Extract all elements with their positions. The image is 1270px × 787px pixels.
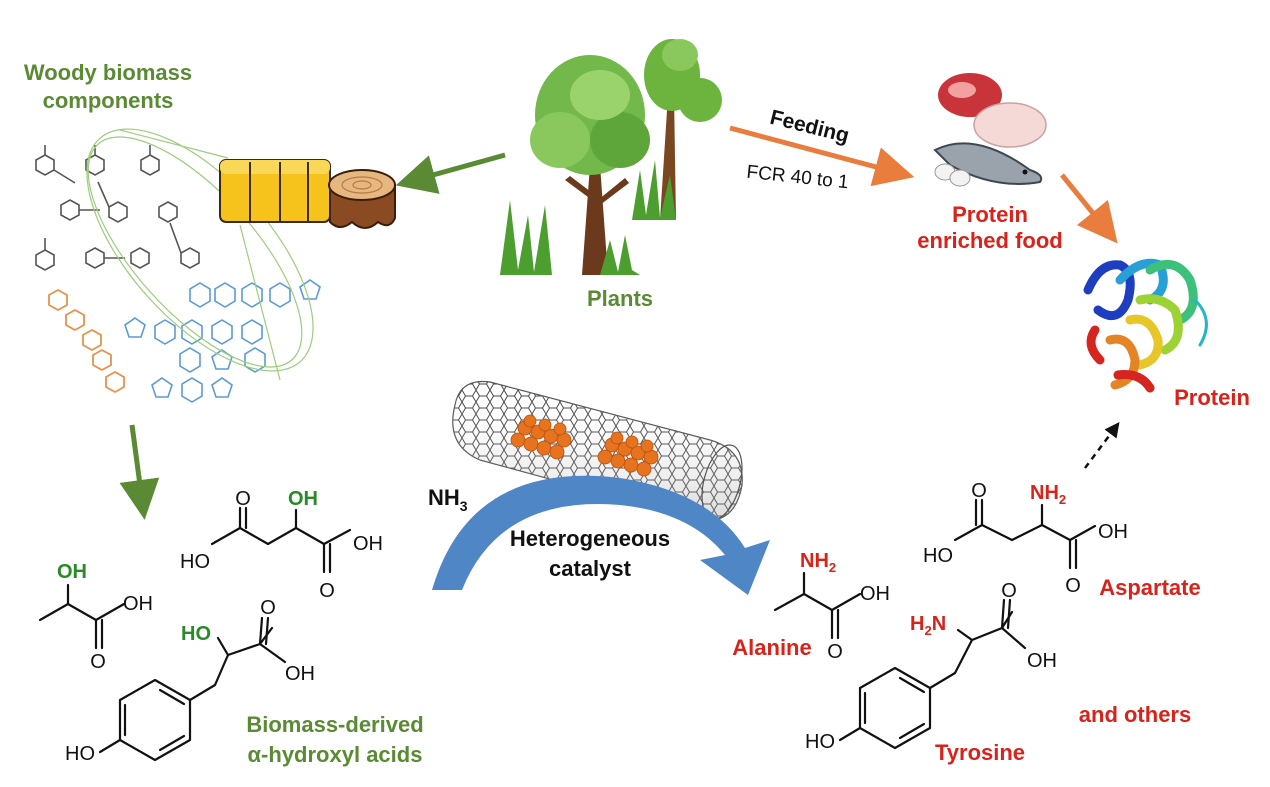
cellulose-chain-icon — [48, 288, 125, 394]
svg-text:O: O — [827, 641, 843, 663]
tree-stump-icon — [328, 169, 396, 229]
lactic-acid-structure: OH OH O — [38, 561, 153, 673]
svg-text:O: O — [1065, 575, 1081, 597]
svg-text:OH: OH — [288, 488, 318, 510]
plants-label: Plants — [587, 286, 653, 311]
protein-food-label-line2: enriched food — [917, 228, 1062, 253]
aspartate-nh2: NH2 — [1030, 482, 1066, 507]
and-others-label: and others — [1079, 702, 1191, 727]
svg-text:O: O — [319, 580, 335, 602]
svg-text:OH: OH — [285, 663, 315, 685]
amino-acids-to-protein-arrow — [1084, 422, 1120, 469]
alanine-nh2: NH2 — [800, 550, 836, 575]
biomass-acids-label-line1: Biomass-derived — [246, 712, 423, 737]
tyrosine-label: Tyrosine — [935, 740, 1025, 765]
svg-text:OH: OH — [353, 533, 383, 555]
svg-text:OH: OH — [1098, 521, 1128, 543]
plants-to-biomass-arrow — [395, 152, 506, 194]
alanine-label: Alanine — [732, 635, 811, 660]
svg-text:O: O — [1001, 580, 1017, 602]
svg-text:HO: HO — [805, 731, 835, 753]
protein-label: Protein — [1174, 385, 1250, 410]
aspartate-label: Aspartate — [1099, 575, 1200, 600]
nanoparticle-right — [597, 431, 659, 477]
hay-bale-icon — [219, 159, 331, 223]
nanoparticle-left — [510, 414, 572, 460]
svg-text:OH: OH — [57, 561, 87, 583]
food-icon — [933, 73, 1047, 187]
protein-food-label-line1: Protein — [952, 202, 1028, 227]
svg-text:O: O — [260, 597, 276, 619]
protein-structure-icon — [1083, 258, 1208, 393]
lignin-structure-icon — [35, 145, 200, 271]
reaction-arrow — [432, 475, 770, 595]
nh3-label: NH3 — [428, 485, 468, 514]
svg-text:HO: HO — [180, 551, 210, 573]
alanine-structure: NH2 OH O — [773, 550, 890, 663]
biomass-acids-label-line2: α-hydroxyl acids — [248, 742, 423, 767]
feeding-arrow — [729, 125, 915, 187]
food-to-protein-arrow — [1060, 173, 1118, 244]
woody-biomass-title-line2: components — [43, 88, 174, 113]
hydroxyphenyllactic-acid-structure: HO O OH HO — [65, 597, 315, 765]
woody-biomass-title-line1: Woody biomass — [24, 60, 192, 85]
biomass-to-acids-arrow — [119, 424, 160, 520]
svg-text:OH: OH — [1027, 650, 1057, 672]
svg-text:HO: HO — [65, 743, 95, 765]
tyrosine-h2n: H2N — [910, 613, 946, 638]
catalyst-label-line1: Heterogeneous — [510, 526, 670, 551]
hemicellulose-structure-icon — [124, 279, 321, 403]
catalyst-label-line2: catalyst — [549, 556, 632, 581]
svg-text:HO: HO — [923, 545, 953, 567]
fcr-label: FCR 40 to 1 — [746, 162, 850, 194]
carbon-nanotube-icon — [452, 380, 743, 522]
svg-text:OH: OH — [860, 583, 890, 605]
svg-text:O: O — [235, 488, 251, 510]
malic-acid-structure: O OH HO OH O — [180, 488, 383, 602]
svg-text:O: O — [90, 651, 106, 673]
tyrosine-structure: H2N O OH HO — [805, 580, 1057, 753]
trees-icon — [500, 39, 722, 275]
svg-text:O: O — [971, 480, 987, 502]
svg-text:OH: OH — [123, 593, 153, 615]
svg-text:HO: HO — [181, 623, 211, 645]
aspartate-structure: O NH2 HO OH O — [923, 480, 1128, 597]
